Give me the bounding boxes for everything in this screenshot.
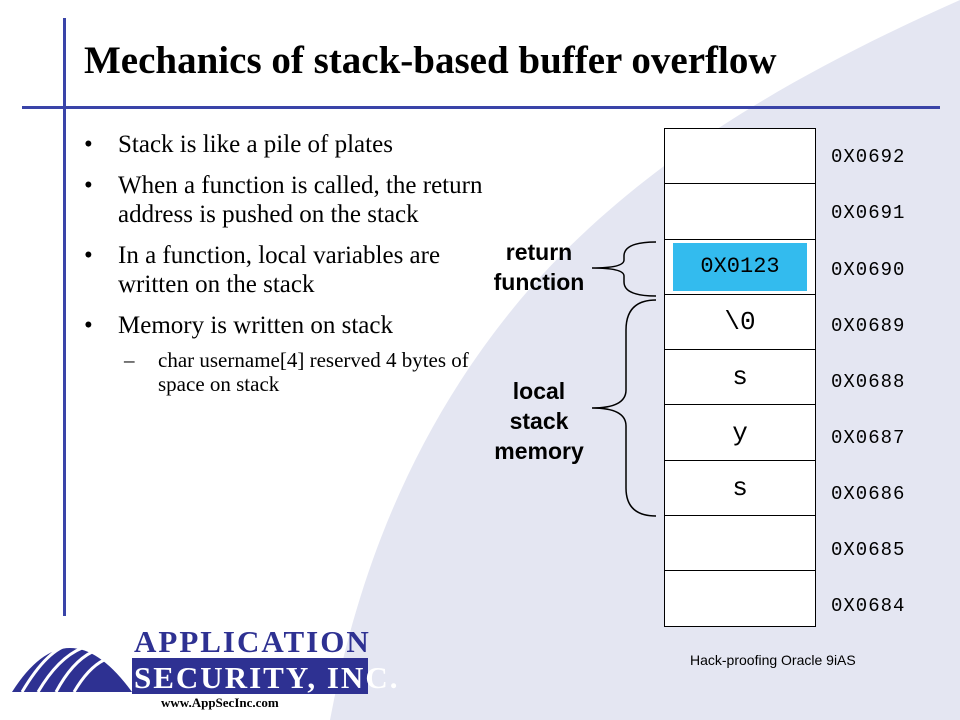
label-line: function [493, 269, 585, 295]
footer-text: Hack-proofing Oracle 9iAS [690, 652, 856, 668]
return-address-highlight: 0X0123 [673, 242, 807, 291]
bullet-dot-icon: • [84, 312, 93, 339]
stack-cell-value: y [732, 417, 748, 448]
bullet-text: Memory is written on stack [118, 312, 393, 339]
stack-cell-value: s [732, 362, 748, 393]
horizontal-accent-line [22, 106, 940, 109]
vertical-accent-line [63, 18, 66, 616]
label-line: return [505, 239, 573, 265]
bullet-dot-icon: • [84, 242, 93, 269]
bullet-item: • When a function is called, the return … [84, 171, 484, 229]
stack-cell [664, 128, 816, 185]
bullet-list: • Stack is like a pile of plates • When … [84, 130, 484, 396]
bullet-text: In a function, local variables are writt… [118, 242, 441, 298]
sub-bullet-text: char username[4] reserved 4 bytes of spa… [158, 348, 469, 396]
stack-address: 0X0691 [831, 202, 906, 224]
label-line: memory [494, 438, 584, 464]
stack-address: 0X0690 [831, 259, 906, 281]
stack-address: 0X0692 [831, 146, 906, 168]
bracket-connectors [591, 241, 657, 517]
logo-text-line2: SECURITY, INC. [134, 660, 400, 695]
return-function-label: return function [478, 237, 600, 297]
bullet-item: • Memory is written on stack [84, 311, 484, 340]
bullet-dot-icon: • [84, 172, 93, 199]
bullet-dot-icon: • [84, 131, 93, 158]
label-line: stack [509, 408, 569, 434]
stack-cell [664, 515, 816, 572]
stack-cell: y [664, 404, 816, 461]
stack-diagram: 0X0123 \0 s y s [664, 128, 816, 627]
stack-address: 0X0684 [831, 595, 906, 617]
return-function-bracket [591, 241, 657, 297]
stack-address: 0X0689 [831, 315, 906, 337]
label-line: local [512, 378, 566, 404]
stack-address: 0X0688 [831, 371, 906, 393]
bullet-item: • Stack is like a pile of plates [84, 130, 484, 159]
local-memory-bracket [591, 299, 657, 517]
slide-title: Mechanics of stack-based buffer overflow [84, 39, 777, 82]
stack-address: 0X0686 [831, 483, 906, 505]
stack-cell-value: 0X0123 [700, 254, 780, 280]
stack-address: 0X0685 [831, 539, 906, 561]
stack-cell [664, 183, 816, 240]
sub-bullet-item: – char username[4] reserved 4 bytes of s… [84, 348, 484, 396]
logo-text-line1: APPLICATION [134, 624, 371, 659]
bullet-item: • In a function, local variables are wri… [84, 241, 484, 299]
stack-cell: s [664, 459, 816, 517]
bullet-text: When a function is called, the return ad… [118, 172, 483, 228]
stack-cell-value: s [732, 472, 748, 503]
stack-cell-return-address: 0X0123 [664, 238, 816, 295]
stack-cell: s [664, 349, 816, 406]
company-url[interactable]: www.AppSecInc.com [161, 695, 279, 710]
stack-address: 0X0687 [831, 427, 906, 449]
dash-icon: – [124, 348, 135, 372]
stack-cell-value: \0 [724, 307, 756, 338]
stack-cell: \0 [664, 293, 816, 351]
bullet-text: Stack is like a pile of plates [118, 131, 393, 158]
company-logo [12, 642, 368, 694]
local-stack-memory-label: local stack memory [478, 376, 600, 466]
stack-cell [664, 570, 816, 627]
